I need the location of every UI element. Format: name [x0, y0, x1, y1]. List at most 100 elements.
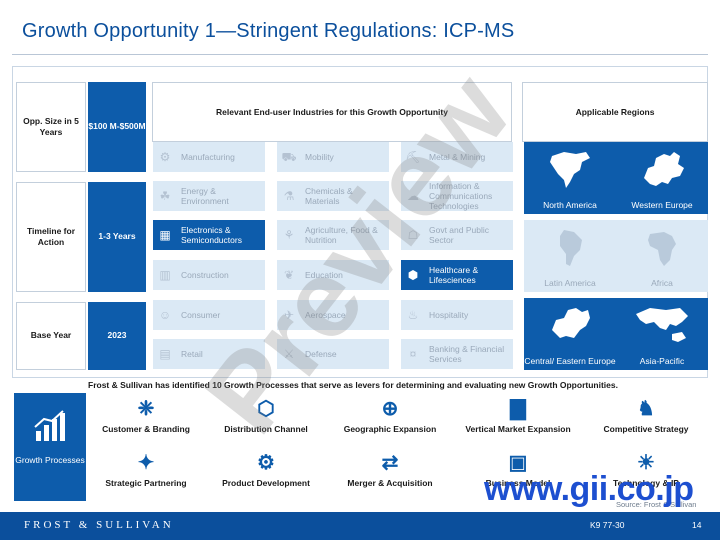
handshake-icon: ✦ — [137, 452, 155, 474]
industry-cell: ⚗ Chemicals & Materials — [277, 181, 389, 211]
growth-process-label: Distribution Channel — [224, 424, 308, 434]
industry-cell: ☁ Information & Communications Technologi… — [401, 181, 513, 211]
industry-label: Chemicals & Materials — [305, 185, 353, 206]
region-label: Africa — [651, 278, 673, 289]
defense-icon: ⚔ — [283, 346, 295, 361]
page-number: 14 — [692, 520, 702, 530]
industry-label: Retail — [181, 348, 203, 359]
growth-process-item: ☀ Technology & IP — [586, 452, 706, 488]
latin-america-map-icon — [560, 230, 582, 266]
eastern-europe-map-icon — [552, 308, 590, 338]
growth-process-item: ⚙Product Development — [206, 452, 326, 488]
truck-icon: ⛟ — [281, 149, 297, 164]
footer-code: K9 77-30 — [590, 520, 625, 530]
industry-label: Defense — [305, 348, 337, 359]
industry-cell: ⛟ Mobility — [277, 142, 389, 172]
factory-icon: ⚙ — [159, 149, 171, 164]
growth-process-label: Customer & Branding — [102, 424, 190, 434]
region-label: North America — [543, 200, 597, 211]
industry-cell: ▥Construction — [153, 260, 265, 290]
industry-label: Agriculture, Food & Nutrition — [305, 224, 378, 245]
industry-label: Mobility — [305, 151, 334, 162]
timeline-value: 1-3 Years — [88, 182, 146, 292]
industry-cell: ▦ Electronics & Semiconductors — [153, 220, 265, 250]
molecule-icon: ⬢ — [407, 267, 419, 282]
industry-label: Education — [305, 269, 343, 280]
consumer-icon: ☺ — [158, 307, 172, 322]
industry-cell: ⚙Manufacturing — [153, 142, 265, 172]
growth-processes-box: Growth Processes — [14, 393, 86, 501]
growth-process-item: ⊕ Geographic Expansion — [330, 398, 450, 434]
industry-cell: ☘Energy & Environment — [153, 181, 265, 211]
growth-process-label: Competitive Strategy — [603, 424, 689, 434]
industry-label: Aerospace — [305, 309, 346, 320]
business-model-icon: ▣ — [508, 452, 528, 474]
region-label: Latin America — [544, 278, 596, 289]
bar-growth-icon: ▇ — [510, 398, 526, 420]
base-year-value: 2023 — [88, 302, 146, 370]
industry-label: Banking & Financial Services — [429, 343, 505, 364]
industry-cell: ⚘ Agriculture, Food & Nutrition — [277, 220, 389, 250]
network-icon: ☁ — [407, 188, 419, 203]
growth-process-item: ♞ Competitive Strategy — [586, 398, 706, 434]
chip-icon: ▦ — [159, 227, 171, 242]
region-central-eastern-europe: Central/ Eastern Europe — [524, 298, 616, 370]
growth-process-item: ▇Vertical Market Expansion — [458, 398, 578, 434]
industry-cell: ⬢ Healthcare & Lifesciences — [401, 260, 513, 290]
growth-process-label: Strategic Partnering — [105, 478, 187, 488]
industry-label: Consumer — [181, 309, 221, 320]
industry-cell: ✈ Aerospace — [277, 300, 389, 330]
north-america-map-icon — [550, 152, 590, 188]
banking-icon: ¤ — [409, 346, 417, 361]
regions-header: Applicable Regions — [522, 82, 708, 142]
industry-cell: ¤ Banking & Financial Services — [401, 339, 513, 369]
title-divider — [12, 54, 708, 55]
source-note: Source: Frost & Sullivan — [616, 500, 697, 509]
industry-label: Healthcare & Lifesciences — [429, 264, 479, 285]
growth-process-item: ✦ Strategic Partnering — [86, 452, 206, 488]
merger-icon: ⇄ — [381, 452, 399, 474]
asia-pacific-map-icon — [636, 308, 688, 342]
mining-icon: ⛏ — [405, 149, 421, 164]
industry-cell: ☖Govt and Public Sector — [401, 220, 513, 250]
tractor-icon: ⚘ — [283, 227, 295, 242]
processes-note: Frost & Sullivan has identified 10 Growt… — [88, 380, 618, 390]
growth-process-label: Technology & IP — [613, 478, 679, 488]
energy-icon: ☘ — [159, 188, 171, 203]
industry-label: Construction — [181, 269, 229, 280]
growth-process-item: ⇄ Merger & Acquisition — [330, 452, 450, 488]
region-north-america: North America — [524, 142, 616, 214]
region-label: Central/ Eastern Europe — [524, 356, 616, 367]
watermark-url: www.gii.co.jp — [484, 470, 694, 508]
flask-icon: ⚗ — [283, 188, 295, 203]
lightbulb-icon: ☀ — [637, 452, 655, 474]
globe-icon: ⊕ — [381, 398, 399, 420]
industry-label: Information & Communications Technologie… — [429, 180, 493, 212]
chess-icon: ♞ — [637, 398, 655, 420]
growth-processes-label: Growth Processes — [15, 455, 85, 465]
timeline-label: Timeline for Action — [16, 182, 86, 292]
growth-process-label: Merger & Acquisition — [347, 478, 433, 488]
industry-cell: ▤ Retail — [153, 339, 265, 369]
region-latin-america: Latin America — [524, 220, 616, 292]
education-icon: ❦ — [283, 267, 295, 282]
airplane-icon: ✈ — [283, 307, 295, 322]
base-year-label: Base Year — [16, 302, 86, 370]
industry-cell: ❦ Education — [277, 260, 389, 290]
growth-process-label: Geographic Expansion — [343, 424, 437, 434]
growth-chart-icon — [34, 410, 65, 441]
industry-label: Govt and Public Sector — [429, 224, 490, 245]
industry-label: Electronics & Semiconductors — [181, 224, 242, 245]
retail-icon: ▤ — [159, 346, 171, 361]
hospitality-icon: ♨ — [407, 307, 419, 322]
opp-size-value: $100 M-$500M — [88, 82, 146, 172]
region-label: Asia-Pacific — [639, 356, 685, 367]
industry-cell: ♨ Hospitality — [401, 300, 513, 330]
industry-label: Metal & Mining — [429, 151, 486, 162]
africa-map-icon — [648, 232, 676, 266]
region-asia-pacific: Asia-Pacific — [616, 298, 708, 370]
industry-label: Hospitality — [429, 309, 469, 320]
growth-process-item: ❈Customer & Branding — [86, 398, 206, 434]
gear-box-icon: ⚙ — [257, 452, 275, 474]
footer-brand: FROST & SULLIVAN — [24, 519, 174, 531]
